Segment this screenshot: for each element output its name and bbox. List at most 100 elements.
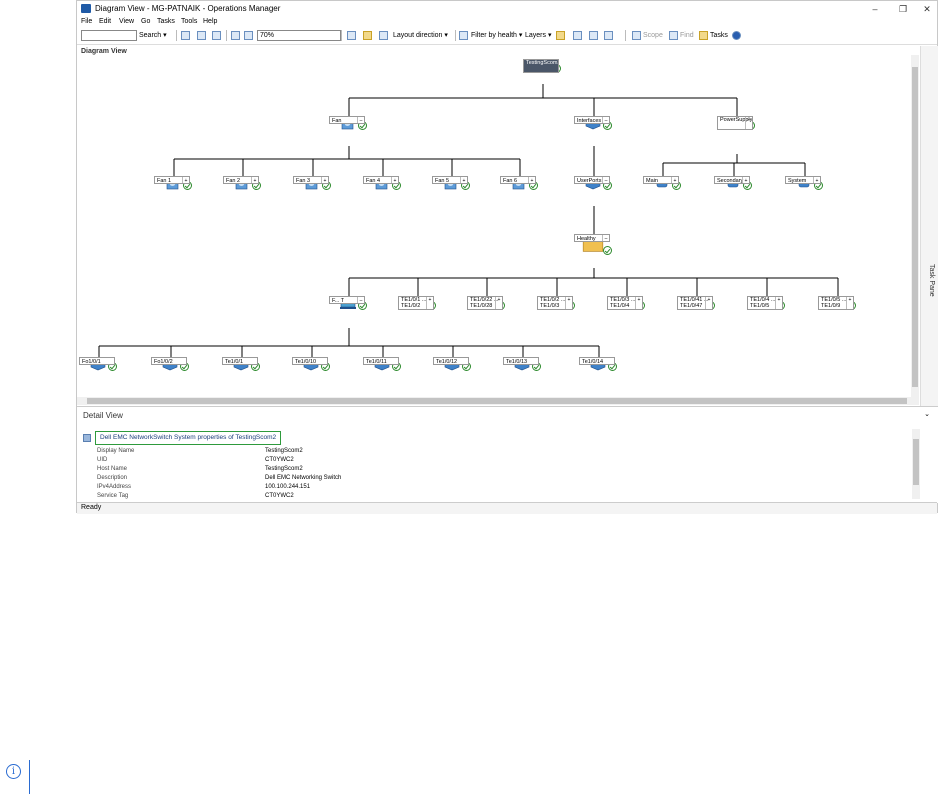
tasks-button[interactable]: Tasks (710, 32, 728, 39)
scope-button[interactable]: Scope (643, 32, 663, 39)
node-port-group-1[interactable]: F... T– (329, 296, 369, 310)
node-fan-4[interactable]: Fan 4+ (363, 176, 403, 190)
save-icon[interactable] (181, 31, 190, 40)
status-bar: Ready (77, 502, 937, 514)
health-ok-icon (603, 246, 612, 255)
magnifier-icon[interactable] (212, 31, 221, 40)
scroll-thumb[interactable] (87, 398, 907, 404)
tasks-icon[interactable] (699, 31, 708, 40)
layer-view-icon[interactable] (556, 31, 565, 40)
search-input[interactable] (81, 30, 137, 41)
layer-icon-3[interactable] (589, 31, 598, 40)
node-fan-1[interactable]: Fan 1+ (154, 176, 194, 190)
menu-view[interactable]: View (119, 18, 135, 25)
print-icon[interactable] (197, 31, 206, 40)
node-root[interactable]: TestingScom2 (523, 59, 563, 73)
menu-help[interactable]: Help (203, 18, 218, 25)
node-port-group-8[interactable]: TE1/0/5 ... TE1/0/9+ (818, 296, 858, 310)
node-label: TE1/0/3 ... TE1/0/4+ (607, 296, 643, 310)
find-button[interactable]: Find (680, 32, 694, 39)
restore-button[interactable]: ❐ (898, 4, 908, 14)
node-leaf-port-8[interactable]: Te1/0/14 (579, 357, 619, 371)
node-leaf-port-6[interactable]: Te1/0/12 (433, 357, 473, 371)
zoom-out-icon[interactable] (244, 31, 253, 40)
node-fan-2[interactable]: Fan 2+ (223, 176, 263, 190)
node-power-supply[interactable]: PowerSupply– (717, 116, 757, 130)
menu-file[interactable]: File (81, 18, 93, 25)
window-title: Diagram View - MG-PATNAIK - Operations M… (95, 4, 281, 13)
diagram-horizontal-scrollbar[interactable] (77, 397, 919, 405)
node-port-group-3[interactable]: TE1/0/22 ... TE1/0/28+ (467, 296, 507, 310)
diagram-icon[interactable] (363, 31, 372, 40)
layer-icon-2[interactable] (573, 31, 582, 40)
node-label: Te1/0/13 (503, 357, 539, 365)
scope-icon[interactable] (632, 31, 641, 40)
menu-tasks[interactable]: Tasks (157, 18, 175, 25)
node-fan-6[interactable]: Fan 6+ (500, 176, 540, 190)
node-port-group-4[interactable]: TE1/0/2 ... TE1/0/3+ (537, 296, 577, 310)
node-port-group-6[interactable]: TE1/0/41 ... TE1/0/47+ (677, 296, 717, 310)
menu-edit[interactable]: Edit (99, 18, 112, 25)
info-icon: i (6, 764, 21, 779)
node-healthy[interactable]: Healthy– (574, 234, 614, 255)
diagram-view-label: Diagram View (81, 48, 127, 55)
menu-go[interactable]: Go (141, 18, 151, 25)
menu-tools[interactable]: Tools (181, 18, 198, 25)
filter-icon[interactable] (459, 31, 468, 40)
node-system[interactable]: System+ (785, 176, 825, 190)
node-label: Fo1/0/2 (151, 357, 187, 365)
toolbar (77, 28, 937, 45)
diagram-canvas[interactable]: TestingScom2 Fan– Interfaces– PowerSuppl… (77, 46, 911, 398)
detail-view-header: Detail View (83, 411, 123, 420)
search-button[interactable]: Search ▾ (139, 32, 167, 39)
node-port-group-2[interactable]: TE1/0/1 ... TE1/0/2+ (398, 296, 438, 310)
node-leaf-port-2[interactable]: Fo1/0/2 (151, 357, 191, 371)
scroll-thumb[interactable] (913, 439, 919, 485)
layout-icon[interactable] (379, 31, 388, 40)
diagram-vertical-scrollbar[interactable] (911, 55, 919, 397)
node-fan-5[interactable]: Fan 5+ (432, 176, 472, 190)
app-icon (81, 4, 91, 13)
node-leaf-port-7[interactable]: Te1/0/13 (503, 357, 543, 371)
node-interfaces[interactable]: Interfaces– (574, 116, 614, 130)
detail-scrollbar[interactable] (912, 429, 920, 499)
filter-by-health-button[interactable]: Filter by health ▾ (471, 32, 523, 39)
node-label: TE1/0/22 ... TE1/0/28+ (467, 296, 503, 310)
refresh-icon[interactable] (347, 31, 356, 40)
zoom-in-icon[interactable] (231, 31, 240, 40)
node-label: PowerSupply– (717, 116, 753, 130)
node-fan-3[interactable]: Fan 3+ (293, 176, 333, 190)
node-leaf-port-3[interactable]: Te1/0/1 (222, 357, 262, 371)
layout-direction-button[interactable]: Layout direction ▾ (393, 32, 448, 39)
node-leaf-port-4[interactable]: Te1/0/10 (292, 357, 332, 371)
node-fan[interactable]: Fan– (329, 116, 369, 130)
node-port-group-7[interactable]: TE1/0/4 ... TE1/0/5+ (747, 296, 787, 310)
zoom-select[interactable]: 70% (257, 30, 341, 41)
operations-manager-window: Diagram View - MG-PATNAIK - Operations M… (76, 0, 938, 514)
node-label: Fan 3+ (293, 176, 329, 184)
layers-button[interactable]: Layers ▾ (525, 32, 552, 39)
collapse-chevron-icon[interactable]: ⌄ (924, 411, 930, 418)
layer-icon-4[interactable] (604, 31, 613, 40)
node-secondary[interactable]: Secondary+ (714, 176, 754, 190)
node-port-group-5[interactable]: TE1/0/3 ... TE1/0/4+ (607, 296, 647, 310)
minimize-button[interactable]: – (872, 4, 878, 14)
find-icon[interactable] (669, 31, 678, 40)
node-label: Healthy– (574, 234, 610, 242)
node-label: System+ (785, 176, 821, 184)
task-pane[interactable]: Task Pane (920, 46, 938, 406)
status-text: Ready (81, 504, 102, 511)
detail-view: Detail View ⌄ Dell EMC NetworkSwitch Sys… (77, 406, 938, 503)
help-icon[interactable] (732, 31, 741, 40)
menu-bar: File Edit View Go Tasks Tools Help (77, 17, 937, 28)
properties-icon (83, 434, 91, 442)
node-leaf-port-1[interactable]: Fo1/0/1 (79, 357, 119, 371)
node-userports[interactable]: UserPorts– (574, 176, 614, 190)
node-label: Te1/0/11 (363, 357, 399, 365)
node-leaf-port-5[interactable]: Te1/0/11 (363, 357, 403, 371)
scroll-thumb[interactable] (912, 67, 918, 387)
node-label: Fan 1+ (154, 176, 190, 184)
close-button[interactable]: ✕ (923, 4, 931, 14)
node-label: Interfaces– (574, 116, 610, 124)
node-main[interactable]: Main+ (643, 176, 683, 190)
